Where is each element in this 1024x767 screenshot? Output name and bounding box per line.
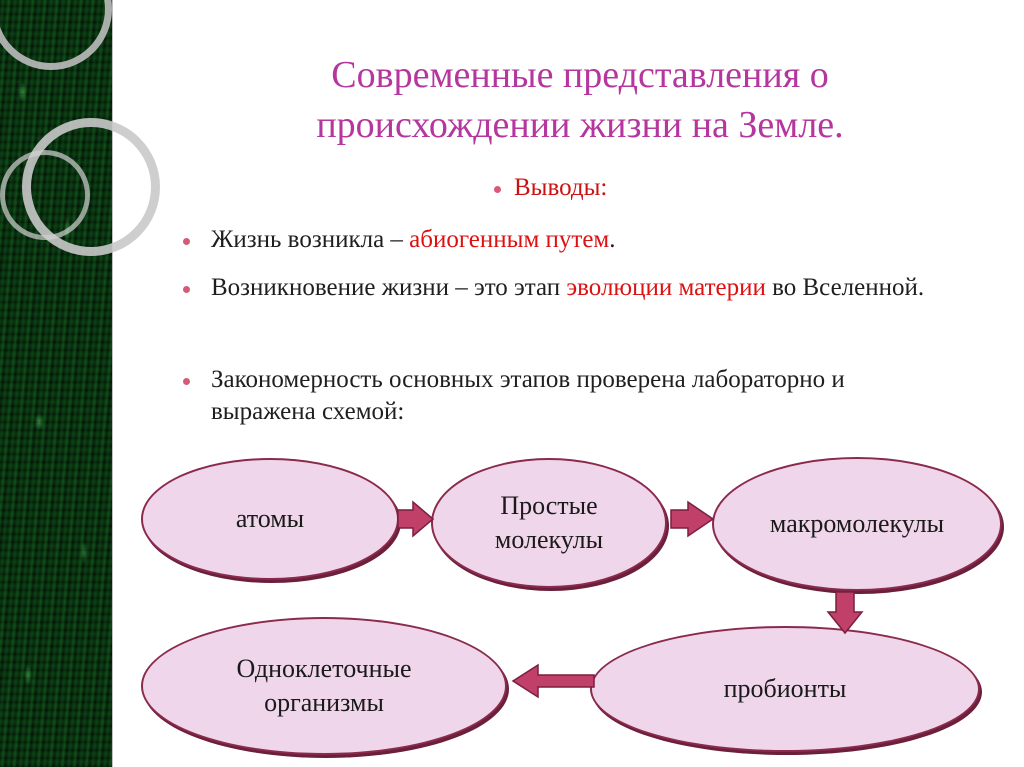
conclusions-label: Выводы: [494, 174, 608, 202]
bullet-3-text: Закономерность основных этапов проверена… [211, 366, 845, 425]
bullet-1-tail: . [609, 226, 616, 253]
bullet-2-tail: во Вселенной. [765, 274, 925, 301]
bullet-1-highlight: абиогенным путем [409, 226, 610, 253]
node-macromolecules: макромолекулы [712, 457, 1002, 591]
arrow-left-icon [511, 663, 595, 699]
bullet-2: Возникновение жизни – это этап эволюции … [183, 272, 991, 304]
bullet-2-text: Возникновение жизни – это этап [211, 274, 567, 301]
node-atoms: атомы [141, 458, 399, 580]
bullet-dot [183, 286, 190, 293]
bullet-dot [494, 186, 501, 193]
node-simple-molecules: Простые молекулы [431, 458, 667, 588]
divider [112, 0, 113, 767]
bullet-dot [183, 238, 190, 245]
bullet-dot [183, 378, 190, 385]
node-probionts: пробионты [590, 626, 980, 752]
arrow-down-icon [826, 591, 864, 635]
bullet-1-text: Жизнь возникла – [211, 226, 410, 253]
arrow-right-icon [670, 500, 715, 538]
bullet-3: Закономерность основных этапов проверена… [183, 364, 911, 428]
bullet-1: Жизнь возникла – абиогенным путем. [183, 224, 911, 256]
slide-title: Современные представления о происхождени… [316, 54, 844, 146]
bullet-2-highlight: эволюции материи [566, 274, 766, 301]
node-unicellular: Одноклеточные организмы [141, 617, 507, 755]
decorative-background-band [0, 0, 112, 767]
arrow-right-icon [397, 500, 435, 538]
decorative-ring [0, 150, 90, 240]
conclusions-text: Выводы: [514, 174, 608, 201]
